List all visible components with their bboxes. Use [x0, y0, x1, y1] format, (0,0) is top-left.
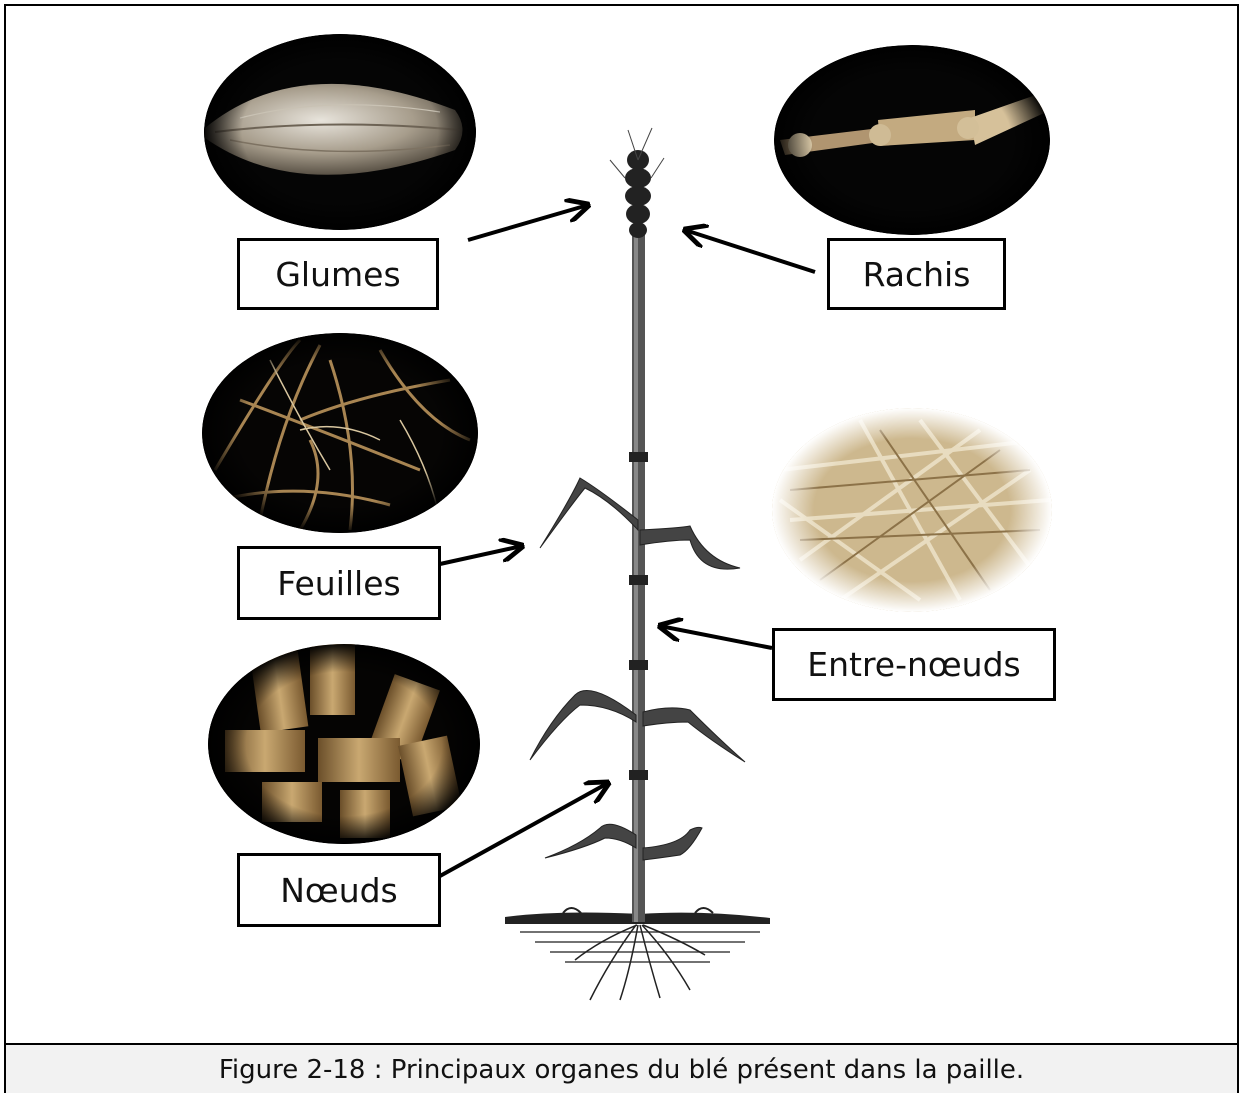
noeuds-arrow	[440, 783, 608, 876]
label-noeuds-text: Nœuds	[280, 871, 398, 910]
wheat-plant-drawing	[505, 128, 770, 1000]
label-entre-noeuds: Entre-nœuds	[772, 628, 1056, 701]
entre-noeuds-arrow	[660, 626, 772, 648]
label-feuilles-text: Feuilles	[277, 564, 400, 603]
arrows	[440, 205, 815, 876]
caption-band: Figure 2-18 : Principaux organes du blé …	[4, 1043, 1239, 1093]
label-feuilles: Feuilles	[237, 546, 441, 620]
label-glumes: Glumes	[237, 238, 439, 310]
feuilles-photo	[202, 333, 478, 533]
noeuds-photo	[208, 640, 480, 844]
rachis-photo	[774, 45, 1055, 235]
label-noeuds: Nœuds	[237, 853, 441, 927]
rachis-arrow	[685, 230, 815, 272]
straw-photo	[772, 408, 1052, 612]
glumes-arrow	[468, 205, 588, 240]
figure-caption: Figure 2-18 : Principaux organes du blé …	[6, 1055, 1237, 1085]
feuilles-arrow	[440, 546, 522, 564]
label-entre-noeuds-text: Entre-nœuds	[807, 645, 1021, 684]
label-rachis-text: Rachis	[863, 255, 971, 294]
glumes-photo	[204, 34, 476, 230]
label-glumes-text: Glumes	[275, 255, 400, 294]
label-rachis: Rachis	[827, 238, 1006, 310]
